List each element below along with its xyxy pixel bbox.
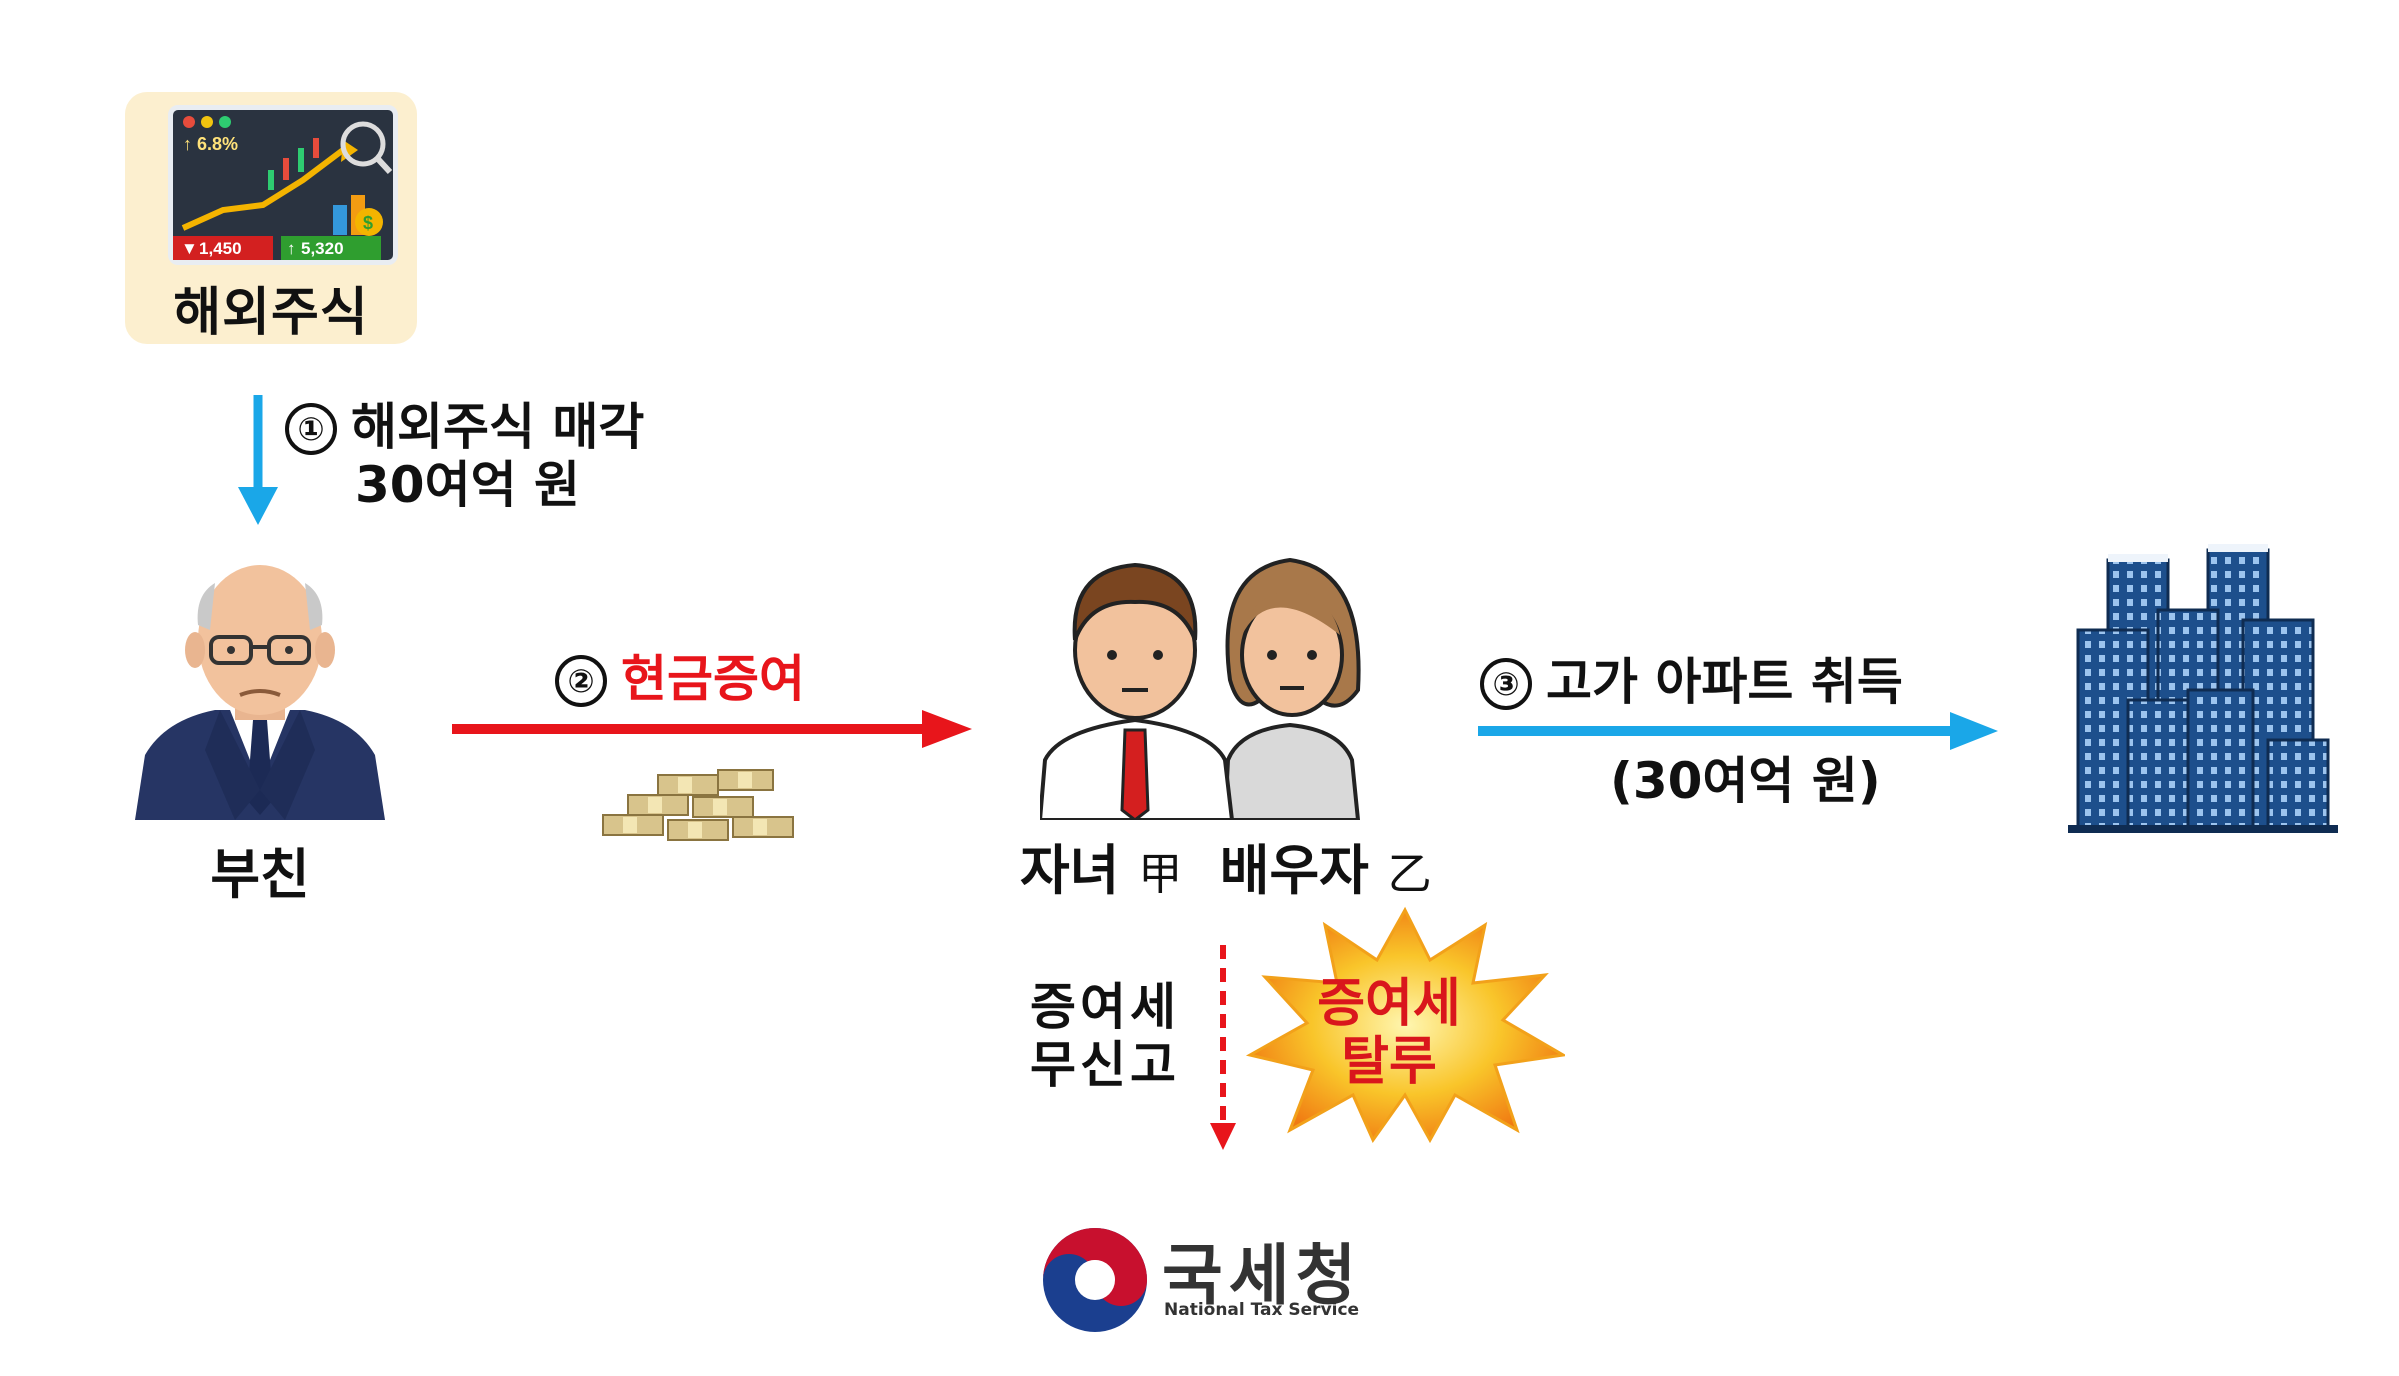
step2-label: ② 현금증여 — [555, 650, 805, 708]
stock-pct: 6.8% — [197, 134, 238, 154]
spouse-label: 배우자 — [1219, 839, 1369, 902]
step1-number: ① — [285, 403, 337, 455]
elderly-man-icon — [135, 565, 385, 820]
unreported-line2: 무신고 — [1030, 1036, 1180, 1094]
step3-amount: (30여억 원) — [1610, 752, 1881, 810]
svg-text:↑: ↑ — [183, 134, 192, 154]
nts-emblem-icon — [1043, 1228, 1147, 1332]
svg-text:$: $ — [363, 213, 373, 233]
parent-label: 부친 — [210, 843, 310, 906]
couple-icon — [1040, 557, 1361, 820]
svg-text:▼: ▼ — [181, 239, 198, 258]
evasion-line2: 탈루 — [1341, 1032, 1437, 1092]
step3-number: ③ — [1480, 658, 1532, 710]
stock-down-value: 1,450 — [199, 239, 242, 258]
unreported-line1: 증여세 — [1030, 978, 1180, 1036]
step1-line2: 30여억 원 — [355, 456, 580, 514]
step2-number: ② — [555, 655, 607, 707]
spouse-tag: 乙 — [1387, 849, 1432, 900]
step1-line1: 해외주식 매각 — [351, 398, 645, 456]
nts-english: National Tax Service — [1164, 1300, 1360, 1320]
apartment-buildings-icon — [2068, 544, 2338, 833]
stock-label: 해외주식 — [173, 283, 369, 343]
step1-label: ① 해외주식 매각 30여억 원 — [285, 398, 644, 514]
nts-name: 국세청 — [1162, 1237, 1363, 1314]
stock-up-value: 5,320 — [301, 239, 344, 258]
cash-bundles-icon — [602, 769, 794, 841]
couple-label: 자녀 甲 배우자 乙 — [1020, 826, 1432, 905]
child-tag: 甲 — [1138, 849, 1183, 900]
explosion-icon — [1245, 906, 1565, 1144]
purchase-arrow — [1478, 712, 1998, 750]
evasion-line1: 증여세 — [1317, 974, 1461, 1034]
svg-text:↑: ↑ — [287, 239, 296, 258]
unreported-label: 증여세 무신고 — [1030, 978, 1180, 1094]
evasion-label: 증여세 탈루 — [1284, 975, 1494, 1091]
stock-chart-icon: ↑ 6.8% $ ▼ 1,450 ↑ 5,320 — [168, 105, 398, 265]
gift-arrow — [452, 710, 972, 748]
step2-text: 현금증여 — [621, 650, 805, 708]
unreported-arrow — [1210, 945, 1236, 1150]
child-label: 자녀 — [1020, 839, 1120, 902]
step3-text: 고가 아파트 취득 — [1546, 653, 1903, 711]
sell-arrow — [238, 395, 278, 525]
step3-label: ③ 고가 아파트 취득 — [1480, 653, 1903, 711]
